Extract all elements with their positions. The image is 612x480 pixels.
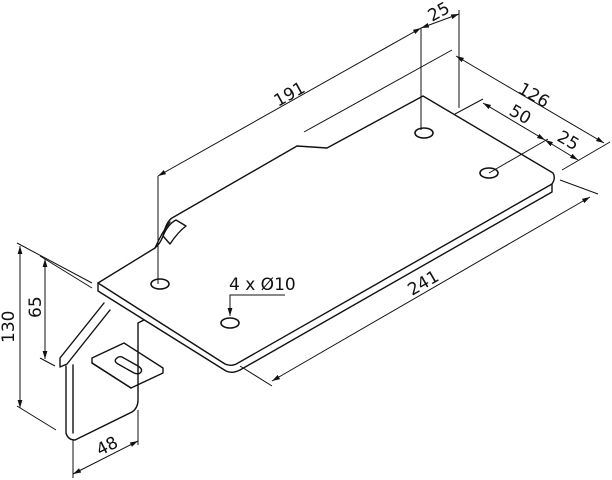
holes-callout-label: 4 x Ø10 xyxy=(229,275,296,295)
extension-line xyxy=(303,49,453,133)
dimension-25-top: 25 xyxy=(420,0,460,108)
bracket-leg xyxy=(59,302,164,441)
hole-3 xyxy=(414,127,434,139)
hole-1 xyxy=(150,278,170,290)
dimension-65: 65 xyxy=(26,255,93,367)
mounting-holes xyxy=(150,127,499,329)
top-plate xyxy=(97,95,555,373)
dim-label-65: 65 xyxy=(26,296,46,318)
dimension-130: 130 xyxy=(0,242,93,431)
dim-label-241: 241 xyxy=(405,267,443,301)
hole-2 xyxy=(220,317,240,329)
dimension-48: 48 xyxy=(72,410,139,478)
holes-callout: 4 x Ø10 xyxy=(227,275,296,316)
dim-label-48: 48 xyxy=(93,433,121,461)
dim-label-191: 191 xyxy=(271,78,309,111)
dim-label-25-top: 25 xyxy=(425,0,454,26)
dim-label-25-right: 25 xyxy=(554,127,583,155)
dimension-25-right: 25 xyxy=(544,127,583,161)
dim-label-130: 130 xyxy=(0,311,19,343)
dimension-191: 191 xyxy=(157,27,422,284)
